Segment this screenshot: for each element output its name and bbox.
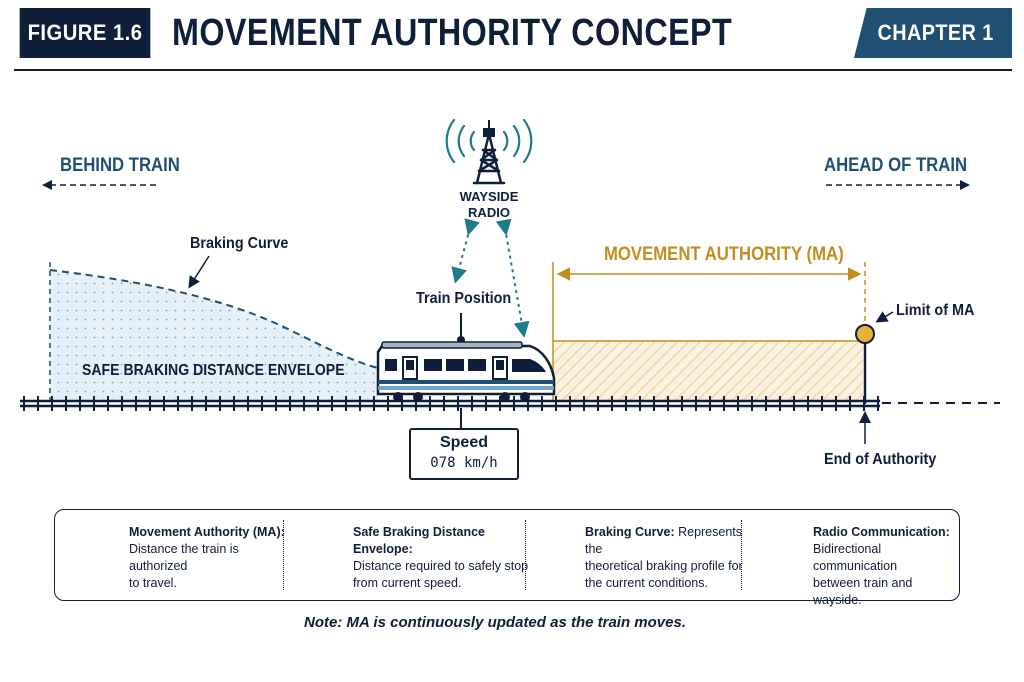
chapter-label: CHAPTER 1 bbox=[877, 20, 995, 45]
legend-radio-desc-2: between train and wayside. bbox=[813, 576, 913, 607]
legend-ma-desc-2: to travel. bbox=[129, 576, 177, 590]
behind-train-label: BEHIND TRAIN bbox=[60, 155, 180, 176]
speed-readout: Speed 078 km/h bbox=[409, 428, 519, 480]
legend-env-desc-2: from current speed. bbox=[353, 576, 462, 590]
footnote: Note: MA is continuously updated as the … bbox=[304, 614, 686, 631]
legend-radio-desc-1: Bidirectional communication bbox=[813, 542, 898, 573]
legend-env-title: Safe Braking Distance Envelope: bbox=[353, 525, 485, 556]
wayside-radio-line-1: WAYSIDE bbox=[459, 189, 519, 204]
radio-waves-icon bbox=[445, 118, 533, 164]
legend-ma-desc-1: Distance the train is authorized bbox=[129, 542, 239, 573]
speed-title: Speed bbox=[439, 434, 488, 451]
railway-track bbox=[20, 396, 1000, 411]
legend-ma: Movement Authority (MA): Distance the tr… bbox=[129, 524, 285, 592]
braking-curve-label: Braking Curve bbox=[190, 235, 289, 252]
radio-link-right bbox=[495, 218, 530, 338]
legend-envelope: Safe Braking Distance Envelope: Distance… bbox=[353, 524, 533, 592]
figure-label: FIGURE 1.6 bbox=[19, 8, 151, 58]
legend-radio-title: Radio Communication: bbox=[813, 525, 950, 539]
legend-ma-title: Movement Authority (MA): bbox=[129, 525, 285, 539]
chapter-badge-background bbox=[854, 8, 1012, 58]
braking-curve-pointer bbox=[188, 255, 210, 289]
end-of-authority-label: End of Authority bbox=[824, 451, 937, 468]
radio-link-left bbox=[451, 218, 480, 284]
legend-env-desc-1: Distance required to safely stop bbox=[353, 559, 529, 573]
radio-tower-icon bbox=[472, 120, 506, 185]
legend: Movement Authority (MA): Distance the tr… bbox=[54, 509, 960, 607]
wayside-radio-line-2: RADIO bbox=[468, 205, 510, 220]
envelope-label: SAFE BRAKING DISTANCE ENVELOPE bbox=[82, 362, 345, 379]
legend-curve-desc-3: the current conditions. bbox=[585, 576, 708, 590]
safe-braking-envelope bbox=[50, 270, 378, 402]
page-title: MOVEMENT AUTHORITY CONCEPT bbox=[172, 11, 733, 54]
limit-pointer bbox=[875, 311, 894, 323]
chapter-badge: CHAPTER 1 bbox=[860, 8, 1012, 58]
legend-curve-desc-2: theoretical braking profile for bbox=[585, 559, 743, 573]
behind-arrow bbox=[42, 180, 160, 190]
ahead-train-label: AHEAD OF TRAIN bbox=[824, 155, 968, 176]
train-icon bbox=[376, 313, 556, 402]
train-position-label: Train Position bbox=[416, 290, 512, 307]
legend-divider-2 bbox=[525, 520, 526, 590]
legend-divider-3 bbox=[741, 520, 742, 590]
header-rule bbox=[14, 69, 1012, 71]
limit-of-ma-label: Limit of MA bbox=[896, 302, 975, 319]
movement-authority-area bbox=[553, 341, 863, 402]
movement-authority-label: MOVEMENT AUTHORITY (MA) bbox=[604, 244, 844, 265]
wayside-radio-label: WAYSIDE RADIO bbox=[449, 189, 529, 221]
legend-radio: Radio Communication: Bidirectional commu… bbox=[813, 524, 953, 609]
speed-value: 078 km/h bbox=[430, 455, 498, 471]
braking-curve bbox=[49, 269, 379, 369]
legend-curve: Braking Curve: Represents the theoretica… bbox=[585, 524, 745, 592]
legend-curve-title: Braking Curve: bbox=[585, 525, 675, 539]
ahead-arrow bbox=[826, 180, 970, 190]
limit-of-ma-signal-icon bbox=[855, 324, 875, 404]
legend-curve-desc-1: Represents the bbox=[585, 525, 743, 556]
legend-divider-1 bbox=[283, 520, 284, 590]
